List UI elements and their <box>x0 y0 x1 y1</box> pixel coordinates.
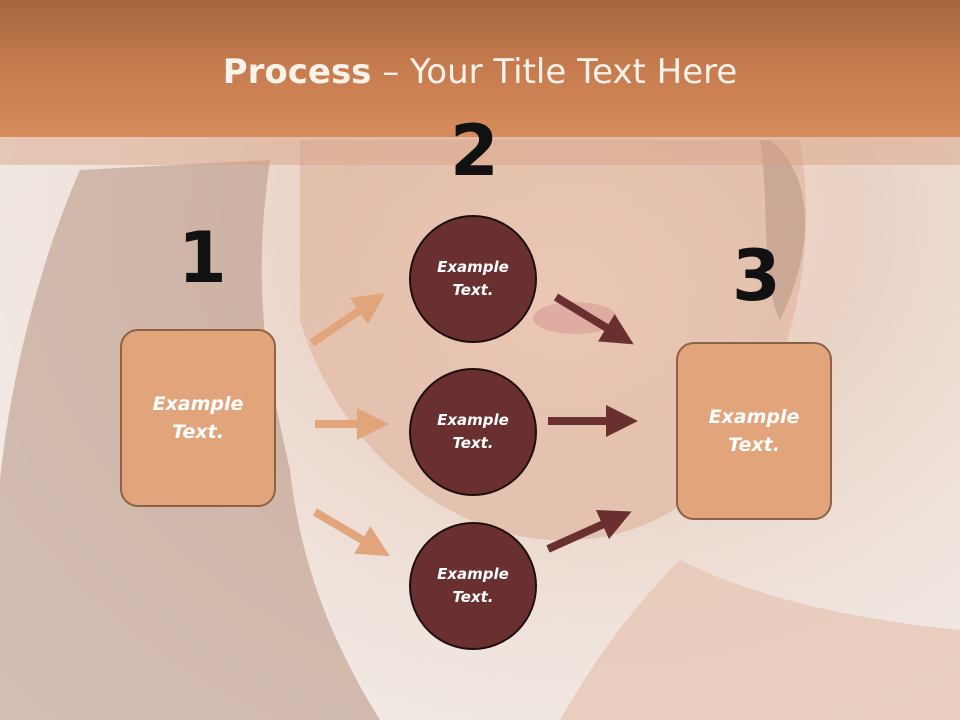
step-number-3: 3 <box>732 235 781 317</box>
title-bar-band <box>0 137 960 165</box>
circle-2-line1: Example <box>437 410 509 429</box>
step-1-box: Example Text. <box>120 329 276 507</box>
step-number-2: 2 <box>450 110 499 192</box>
arrow-from-circle-3 <box>546 509 632 553</box>
circle-1-line1: Example <box>437 257 509 276</box>
step-2-circle-2: Example Text. <box>409 368 537 496</box>
shoulder-shape <box>560 560 960 720</box>
circle-3-line1: Example <box>437 564 509 583</box>
circle-3-line2: Text. <box>452 588 494 606</box>
step-2-circle-3: Example Text. <box>409 522 537 650</box>
step-number-1: 1 <box>178 217 227 299</box>
step-1-box-line2: Text. <box>172 421 224 443</box>
step-1-box-line1: Example <box>152 392 244 415</box>
arrow-to-circle-3 <box>312 508 390 557</box>
step-3-box: Example Text. <box>676 342 832 520</box>
circle-2-line2: Text. <box>452 434 494 452</box>
step-3-box-line1: Example <box>708 405 800 428</box>
arrow-to-circle-1 <box>309 292 386 347</box>
title-bar <box>0 0 960 137</box>
hair-right-shape <box>760 140 805 320</box>
title-rest: – Your Title Text Here <box>371 52 738 92</box>
step-3-box-line2: Text. <box>728 434 780 456</box>
arrow-from-circle-1 <box>553 293 634 345</box>
circle-1-line2: Text. <box>452 281 494 299</box>
slide-title: Process – Your Title Text Here <box>0 52 960 92</box>
title-bold: Process <box>222 52 372 92</box>
step-2-circle-1: Example Text. <box>409 215 537 343</box>
